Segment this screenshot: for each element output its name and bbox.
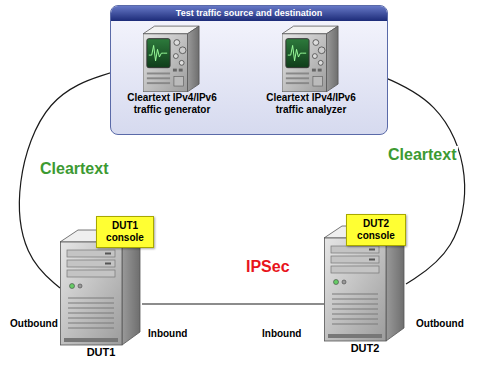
console-box: DUT2 console	[346, 214, 406, 246]
link-label: Cleartext	[38, 160, 110, 178]
device-label: DUT2	[324, 342, 406, 355]
traffic-instrument: Cleartext IPv4/IPv6 traffic generator	[113, 24, 231, 116]
console-label: DUT1 console	[99, 220, 151, 244]
device-label: DUT1	[60, 346, 142, 359]
instrument-illustration	[143, 24, 201, 92]
link-label: IPSec	[244, 258, 292, 276]
instrument-label: Cleartext IPv4/IPv6 traffic generator	[113, 92, 231, 116]
panel-heading: Test traffic source and destination	[111, 6, 387, 21]
instrument-label: Cleartext IPv4/IPv6 traffic analyzer	[251, 92, 371, 116]
test-equipment-panel: Test traffic source and destinationClear…	[110, 5, 388, 135]
port-label: Inbound	[148, 328, 187, 340]
instrument-illustration	[282, 24, 340, 92]
port-label: Outbound	[416, 318, 464, 330]
ipsec-link	[142, 303, 324, 304]
traffic-instrument: Cleartext IPv4/IPv6 traffic analyzer	[251, 24, 371, 116]
title-bar: Test traffic source and destination	[111, 6, 387, 21]
console-box: DUT1 console	[96, 216, 154, 248]
port-label: Outbound	[10, 318, 58, 330]
link-label: Cleartext	[386, 146, 458, 164]
port-label: Inbound	[262, 328, 301, 340]
console-label: DUT2 console	[349, 218, 403, 242]
